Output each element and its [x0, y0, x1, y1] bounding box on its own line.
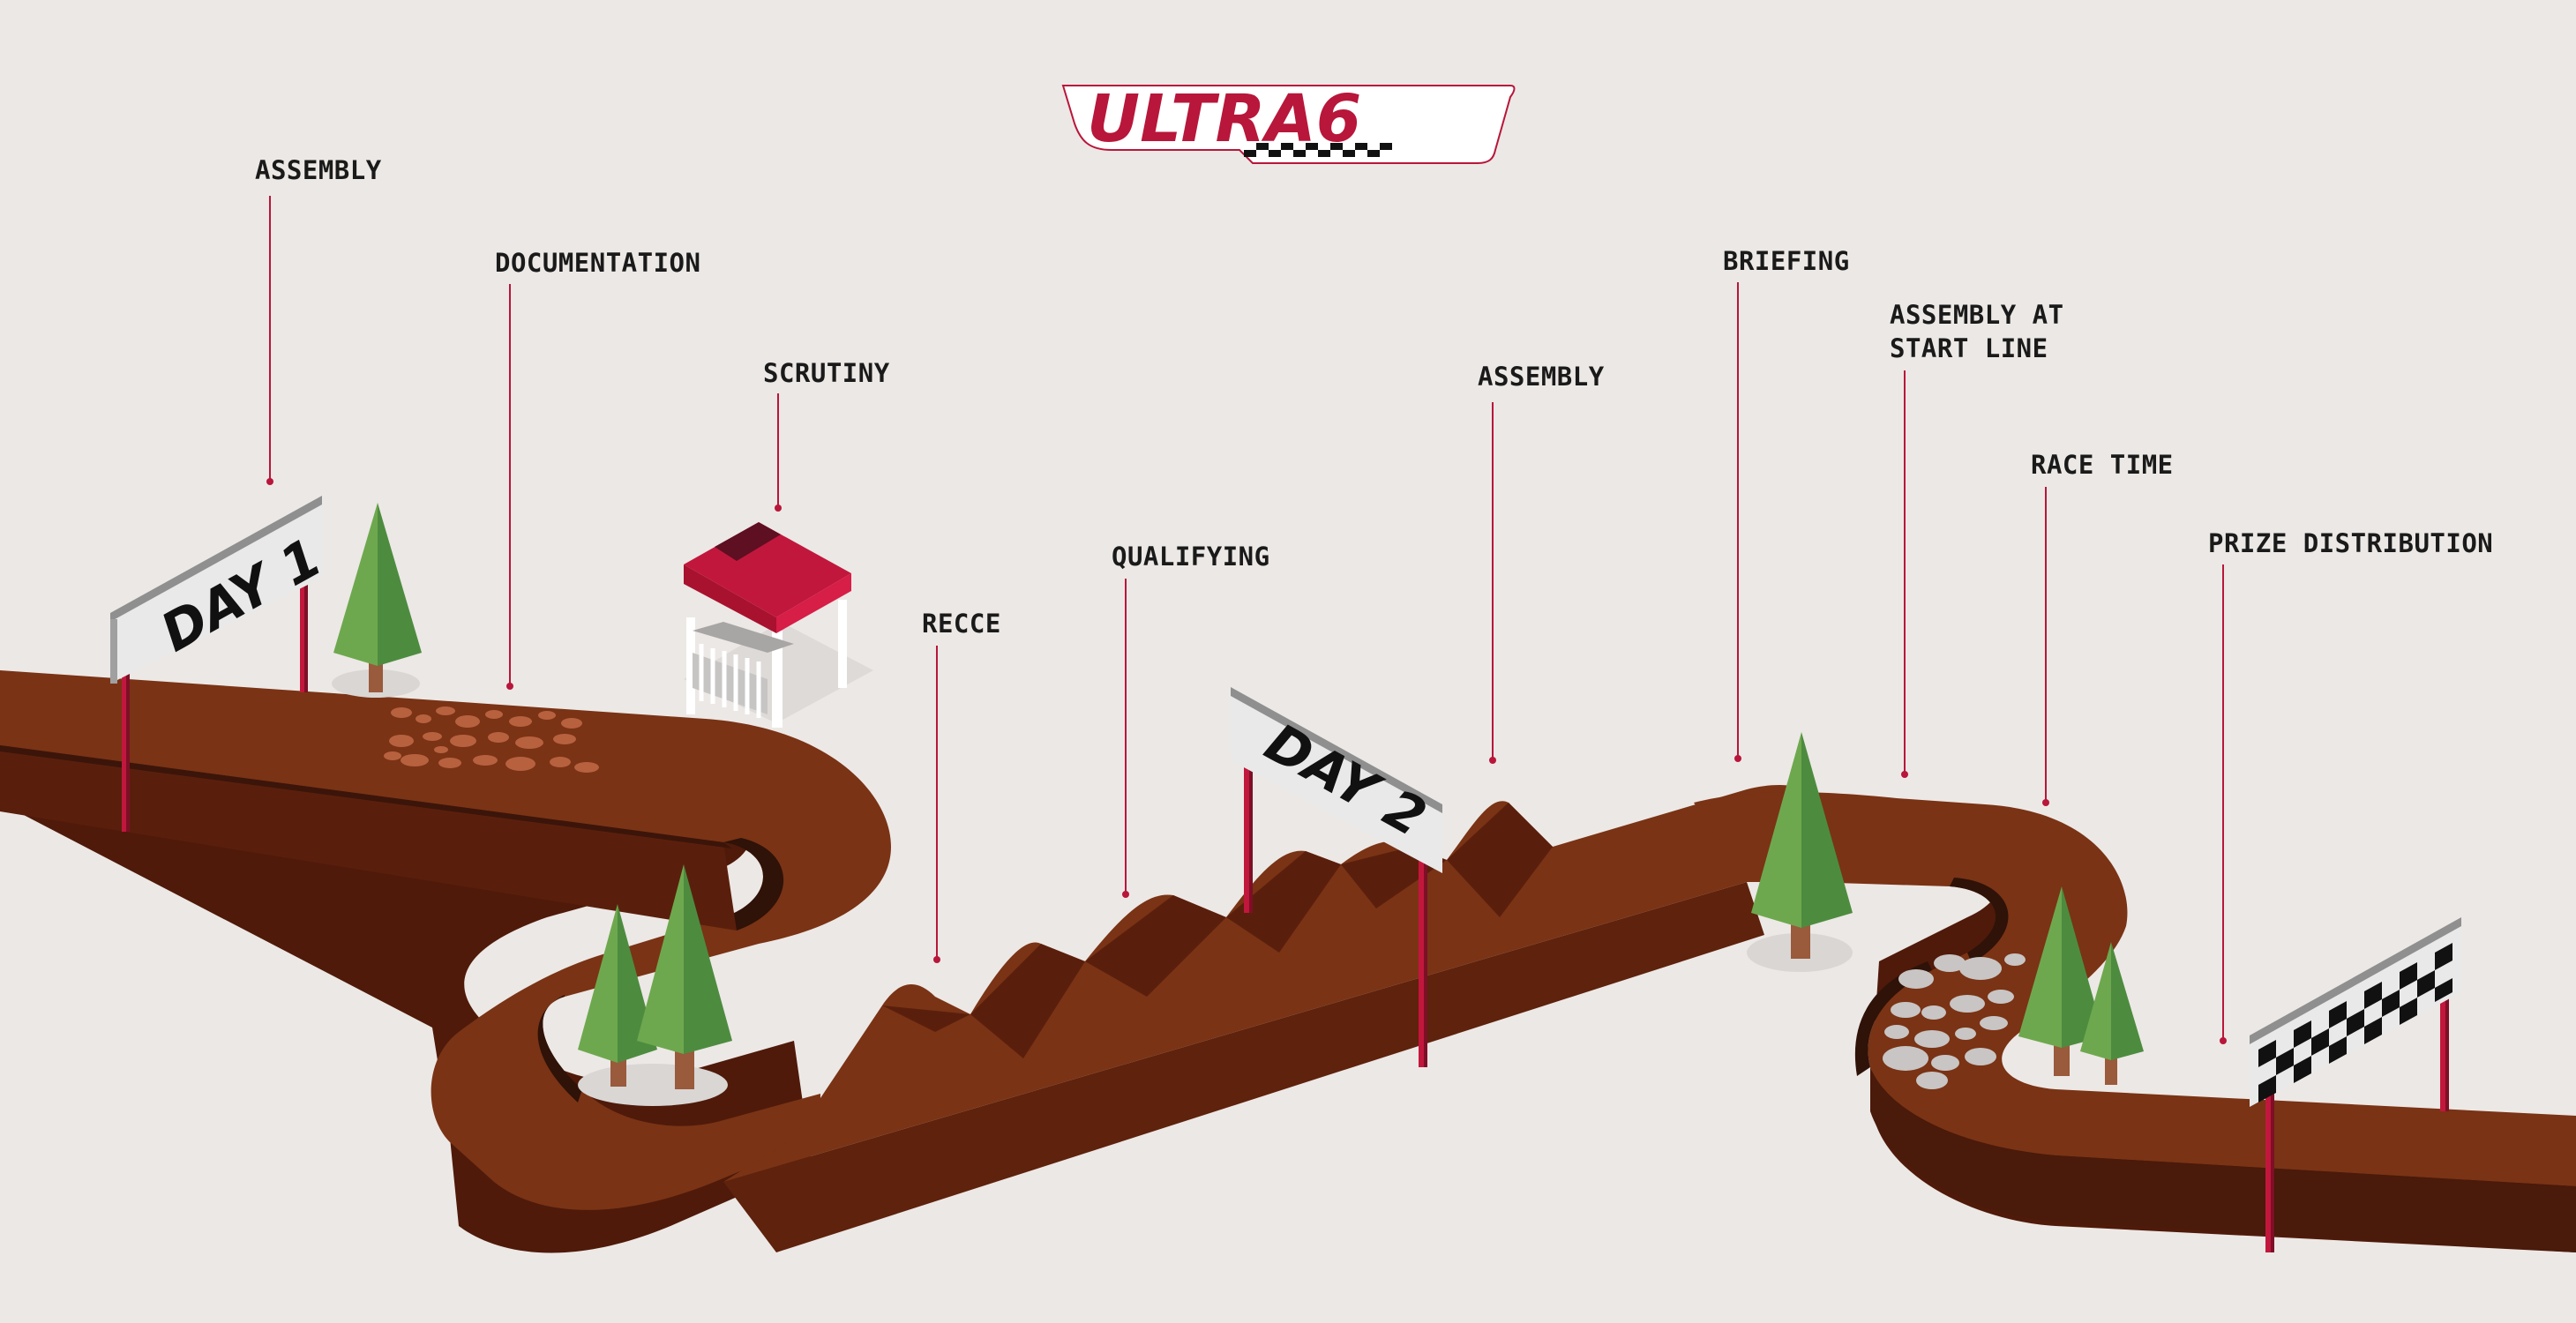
label-line: ASSEMBLY [255, 155, 382, 185]
label-line: ASSEMBLY AT [1890, 300, 2064, 330]
leader-documentation-dot [506, 683, 513, 690]
track-day2-surface [1694, 792, 2576, 1186]
day2-sign [1231, 687, 1442, 1067]
label-recce: RECCE [922, 607, 1001, 640]
leader-recce-dot [933, 956, 940, 963]
mud-patches [384, 706, 599, 773]
label-line: BRIEFING [1723, 246, 1850, 276]
leader-assembly-day2-dot [1489, 757, 1496, 764]
leader-race-time-dot [2042, 799, 2049, 806]
label-assembly-day1: ASSEMBLY [255, 153, 382, 187]
track-day1-surface [0, 670, 891, 1210]
label-line: RECCE [922, 609, 1001, 639]
label-prize-distribution: PRIZE DISTRIBUTION [2208, 527, 2493, 560]
label-documentation: DOCUMENTATION [495, 246, 700, 280]
tree-pair-left [578, 864, 732, 1106]
label-line: START LINE [1890, 333, 2048, 363]
label-line: ASSEMBLY [1478, 362, 1605, 392]
label-qualifying: QUALIFYING [1112, 540, 1270, 573]
rock-field [1883, 953, 2026, 1089]
label-line: SCRUTINY [763, 358, 890, 388]
track-day1 [0, 670, 891, 1253]
track-bumps-surface [723, 785, 1823, 1182]
label-line: PRIZE DISTRIBUTION [2208, 528, 2494, 558]
label-race-time: RACE TIME [2031, 448, 2174, 482]
leader-briefing-dot [1734, 755, 1741, 762]
leader-scrutiny-dot [775, 505, 782, 512]
tree-pair-right [2018, 886, 2144, 1085]
label-line: DOCUMENTATION [495, 248, 701, 278]
tree-day2 [1747, 732, 1853, 972]
finish-sign [2250, 917, 2461, 1252]
label-assembly-day2: ASSEMBLY [1478, 360, 1605, 393]
label-briefing: BRIEFING [1723, 244, 1850, 278]
leader-qualifying-dot [1122, 891, 1129, 898]
label-assembly-start-line: ASSEMBLY AT START LINE [1890, 298, 2064, 365]
leader-lines [266, 196, 2227, 1044]
day2-sign-text: DAY 2 [1255, 712, 1436, 849]
label-scrutiny: SCRUTINY [763, 356, 890, 390]
leader-assembly-start-line-dot [1901, 771, 1908, 778]
tree-day1 [332, 503, 422, 698]
ultra6-logo: ULTRA6 [1061, 81, 1516, 164]
leader-assembly-day1-dot [266, 478, 273, 485]
label-line: QUALIFYING [1112, 542, 1270, 572]
label-line: RACE TIME [2031, 450, 2174, 480]
scrutiny-tent [684, 522, 873, 728]
logo-text: ULTRA6 [1087, 81, 1361, 157]
day1-sign [110, 496, 322, 832]
leader-prize-distribution-dot [2220, 1037, 2227, 1044]
